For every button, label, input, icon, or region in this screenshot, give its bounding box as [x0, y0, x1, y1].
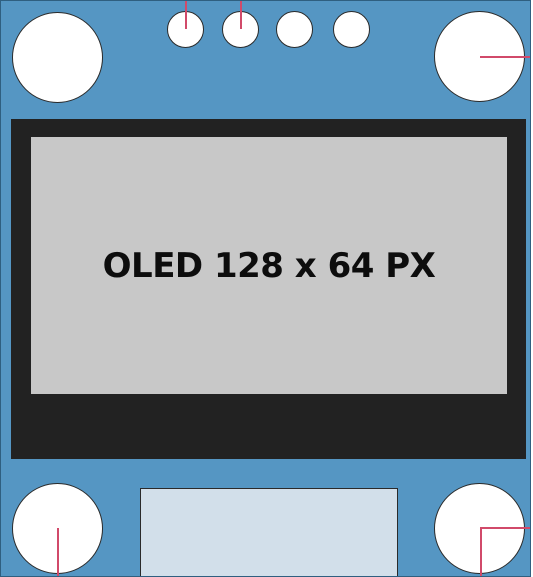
header-pin-2 — [222, 11, 259, 48]
leader-line-bottom-right-hole-h — [480, 527, 530, 529]
leader-line-top-right-hole — [480, 56, 530, 58]
mounting-hole-top-left — [12, 12, 103, 103]
display-bezel: OLED 128 x 64 PX — [11, 119, 526, 459]
oled-display: OLED 128 x 64 PX — [31, 137, 507, 394]
mounting-hole-bottom-right — [434, 483, 525, 574]
leader-line-pin-2 — [240, 1, 242, 29]
display-label: OLED 128 x 64 PX — [102, 245, 436, 286]
flex-connector — [140, 488, 398, 576]
leader-line-pin-1 — [185, 1, 187, 29]
header-pin-4 — [333, 11, 370, 48]
leader-line-bottom-right-hole-v — [480, 527, 482, 576]
leader-line-bottom-left-hole — [57, 528, 59, 576]
header-pin-1 — [167, 11, 204, 48]
header-pin-3 — [276, 11, 313, 48]
